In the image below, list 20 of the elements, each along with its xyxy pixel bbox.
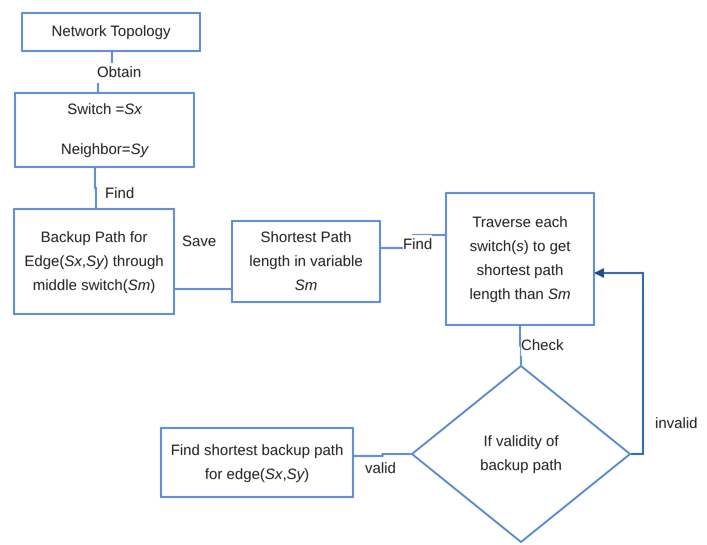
process-box: [14, 92, 195, 168]
process-box: [445, 192, 595, 326]
process-box: [21, 12, 201, 52]
box-text: Shortest Path length in variable Sm: [248, 228, 364, 296]
box-text: Find shortest backup path for edge(Sx,Sy): [170, 440, 344, 484]
box-text: Backup Path for Edge(Sx,Sy) through middle switch(Sm): [23, 228, 165, 296]
process-box: [160, 427, 354, 498]
decision-text: If validity of backup path: [479, 432, 563, 476]
edge-label: Check: [521, 336, 564, 356]
connector-line: [354, 453, 411, 457]
connector-line: [94, 168, 97, 208]
connector-line: [175, 288, 231, 290]
arrow: [594, 268, 644, 455]
process-box: [231, 220, 381, 303]
box-text: Traverse each switch(s) to get shortest path length than Sm: [468, 213, 572, 305]
process-box: [13, 208, 175, 315]
box-text: Switch =Sx: [67, 100, 142, 120]
box-text: Neighbor=Sy: [60, 140, 148, 160]
connector-line: [519, 326, 522, 365]
box-text: Network Topology: [52, 22, 170, 42]
